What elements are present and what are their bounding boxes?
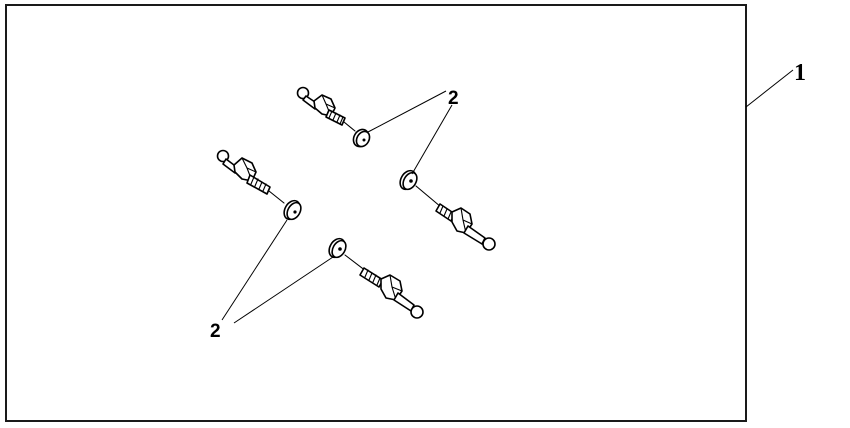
callout-2-bottom: 2 [210, 219, 334, 342]
callout-1-label: 1 [794, 60, 806, 86]
callout-2-top-label: 2 [448, 88, 459, 109]
bolt-right [415, 185, 496, 251]
callout-1: 1 [745, 60, 806, 108]
callout-2-bottom-label: 2 [210, 321, 221, 342]
washer-left [283, 199, 302, 221]
bolt-top [296, 86, 356, 132]
washer-bottom [328, 237, 347, 259]
kit-frame [5, 4, 747, 422]
washer-right [399, 169, 418, 191]
bolt-left [216, 149, 285, 204]
callout-2-top: 2 [367, 88, 459, 175]
bolt-bottom [344, 254, 424, 319]
washer-top [352, 128, 371, 148]
